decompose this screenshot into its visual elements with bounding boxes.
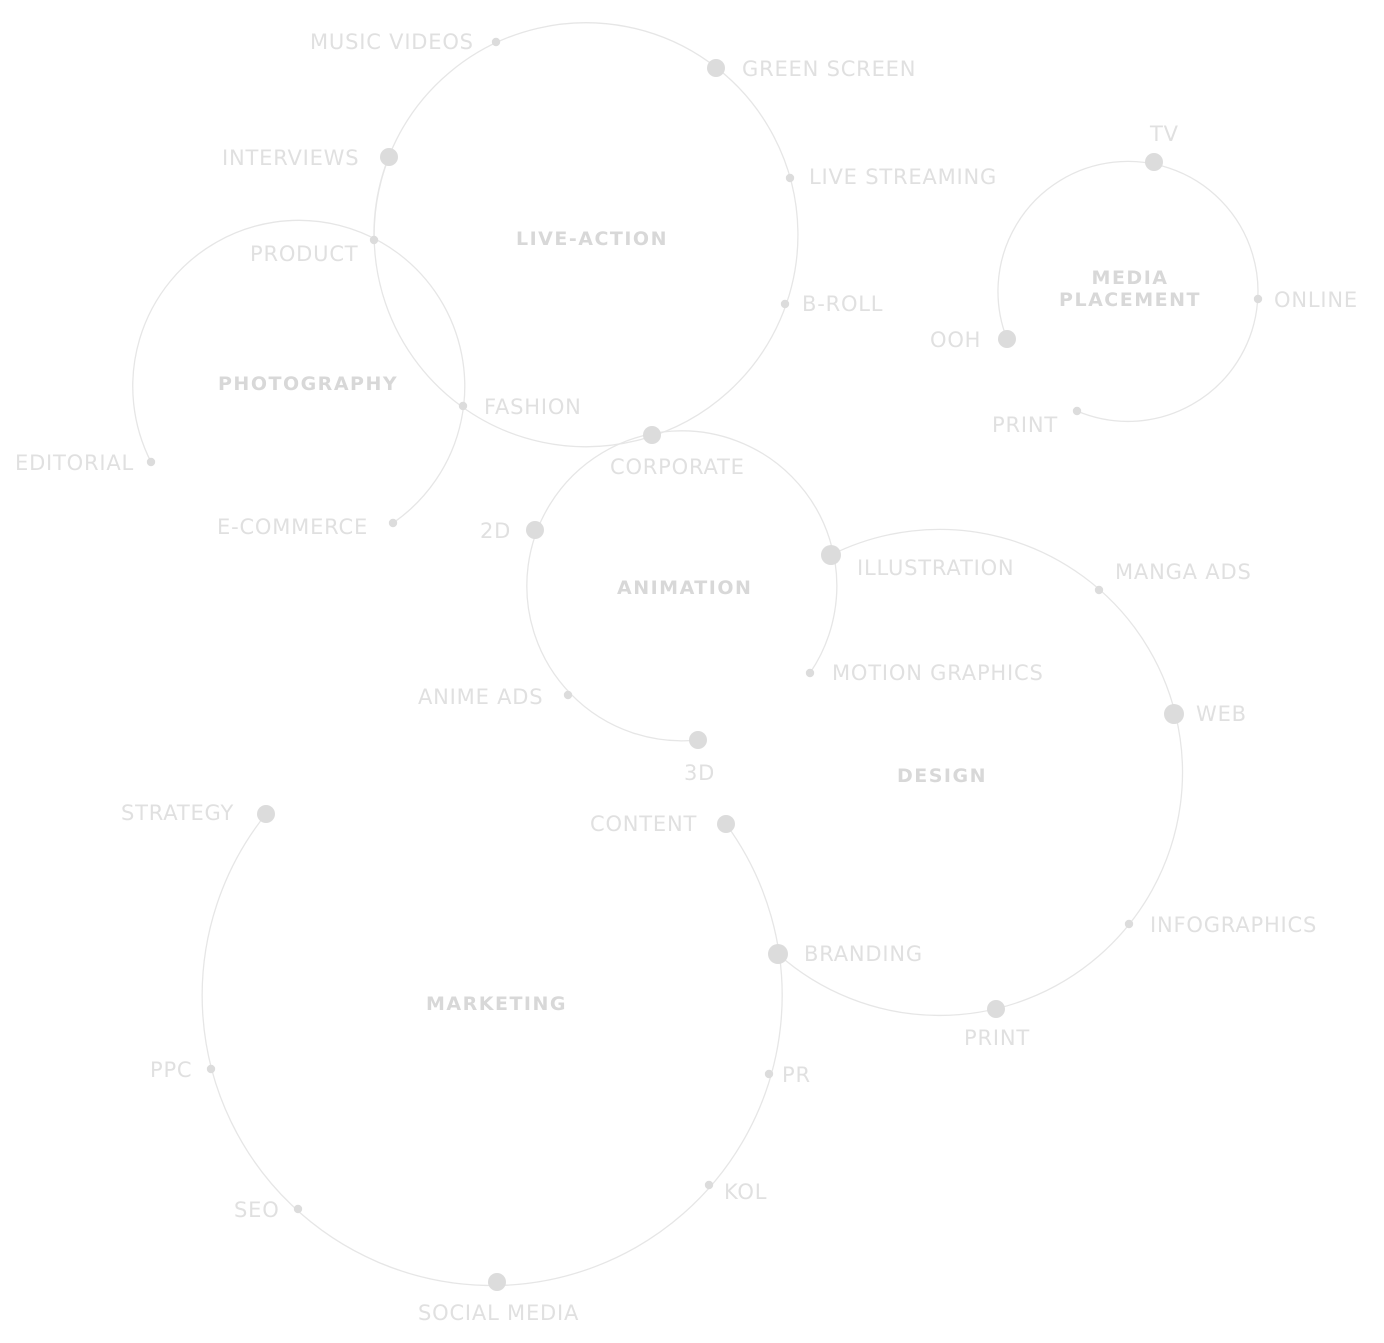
music-videos-dot (491, 37, 501, 47)
manga-ads-dot (1094, 585, 1104, 595)
label-live-streaming: LIVE STREAMING (809, 165, 998, 189)
three-d-dot (689, 731, 707, 749)
two-d-dot (526, 521, 544, 539)
web-dot (1164, 704, 1184, 724)
print-media-dot (1072, 406, 1082, 416)
label-product: PRODUCT (250, 242, 359, 266)
live-streaming-dot (785, 173, 795, 183)
label-b-roll: B-ROLL (802, 292, 884, 316)
product-dot (369, 235, 379, 245)
label-ooh: OOH (930, 328, 982, 352)
print-design-dot (987, 1000, 1005, 1018)
label-interviews: INTERVIEWS (222, 146, 360, 170)
content-dot (717, 815, 735, 833)
label-infographics: INFOGRAPHICS (1150, 913, 1318, 937)
b-roll-dot (780, 299, 790, 309)
label-green-screen: GREEN SCREEN (742, 57, 917, 81)
interviews-dot (380, 148, 398, 166)
photography-ring (132, 219, 466, 524)
label-fashion: FASHION (484, 395, 582, 419)
kol-dot (704, 1180, 714, 1190)
label-editorial: EDITORIAL (15, 451, 135, 475)
pr-dot (764, 1069, 774, 1079)
label-e-commerce: E-COMMERCE (217, 515, 369, 539)
motion-graphics-dot (805, 668, 815, 678)
infographics-dot (1124, 919, 1134, 929)
online-dot (1253, 294, 1263, 304)
corporate-dot (643, 426, 661, 444)
label-illustration: ILLUSTRATION (857, 556, 1015, 580)
seo-dot (293, 1204, 303, 1214)
branding-dot (768, 944, 788, 964)
label-branding: BRANDING (804, 942, 923, 966)
label-music-videos: MUSIC VIDEOS (310, 30, 474, 54)
hub-marketing: MARKETING (426, 993, 567, 1015)
label-social-media: SOCIAL MEDIA (418, 1301, 580, 1325)
editorial-dot (146, 457, 156, 467)
design-ring (777, 528, 1184, 1017)
hub-media-placement-line2: PLACEMENT (1059, 289, 1201, 311)
label-manga-ads: MANGA ADS (1115, 560, 1252, 584)
illustration-dot (821, 545, 841, 565)
label-2d: 2D (480, 519, 512, 543)
green-screen-dot (707, 59, 725, 77)
label-seo: SEO (234, 1198, 280, 1222)
label-web: WEB (1196, 702, 1247, 726)
label-anime-ads: ANIME ADS (418, 685, 544, 709)
strategy-dot (257, 805, 275, 823)
label-pr: PR (782, 1063, 811, 1087)
label-strategy: STRATEGY (121, 801, 235, 825)
social-media-dot (488, 1273, 506, 1291)
hub-photography: PHOTOGRAPHY (218, 373, 399, 395)
label-corporate: CORPORATE (610, 455, 745, 479)
ooh-dot (998, 330, 1016, 348)
hub-live-action: LIVE-ACTION (516, 228, 668, 250)
media-placement-ring (997, 160, 1259, 423)
e-commerce-dot (388, 518, 398, 528)
tv-dot (1145, 153, 1163, 171)
label-kol: KOL (724, 1180, 768, 1204)
label-tv: TV (1150, 122, 1179, 146)
label-print-design: PRINT (964, 1026, 1030, 1050)
hub-design: DESIGN (897, 765, 988, 787)
label-3d: 3D (684, 761, 716, 785)
label-ppc: PPC (150, 1058, 193, 1082)
anime-ads-dot (563, 690, 573, 700)
hub-media-placement-line1: MEDIA (1091, 267, 1169, 289)
hub-media-placement: MEDIA PLACEMENT (1058, 267, 1202, 311)
ppc-dot (206, 1064, 216, 1074)
hub-animation: ANIMATION (617, 577, 753, 599)
label-print-media: PRINT (992, 413, 1058, 437)
marketing-ring (201, 813, 783, 1287)
label-online: ONLINE (1274, 288, 1358, 312)
label-content: CONTENT (590, 812, 698, 836)
fashion-dot (458, 401, 468, 411)
live-action-ring (373, 22, 799, 448)
label-motion-graphics: MOTION GRAPHICS (832, 661, 1044, 685)
